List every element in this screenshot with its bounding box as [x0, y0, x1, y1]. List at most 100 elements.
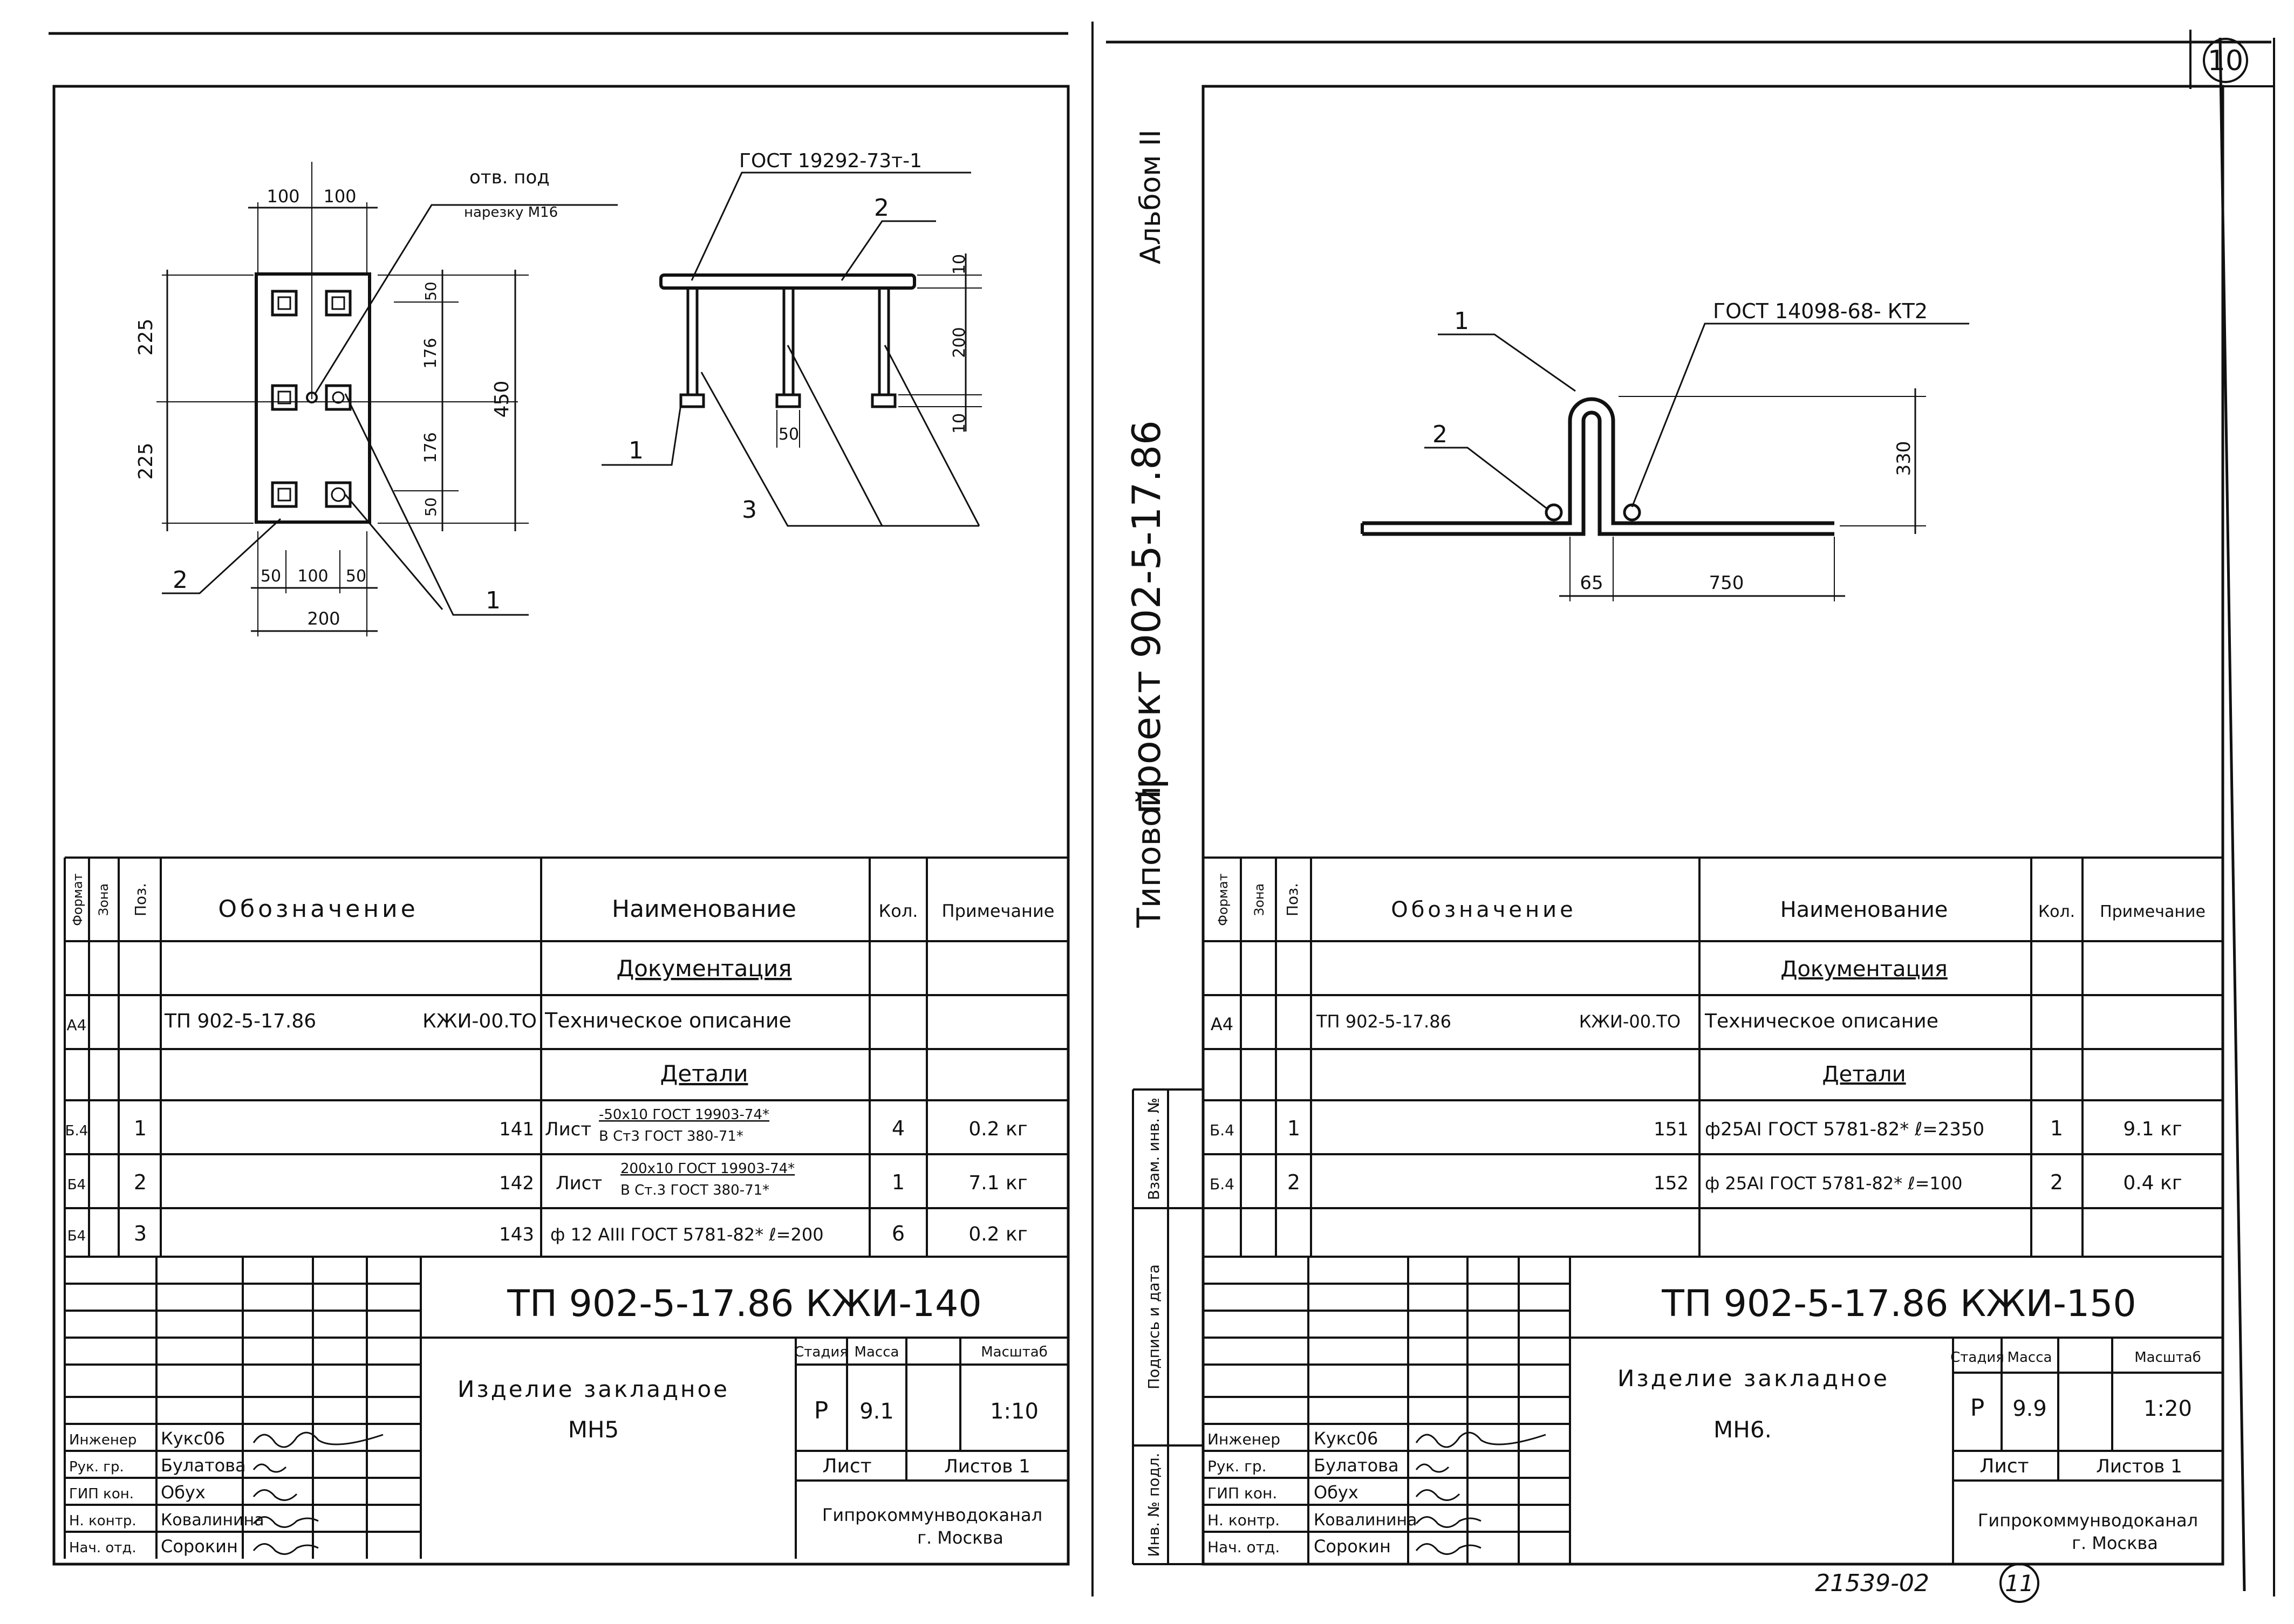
row-kol: 1: [892, 1170, 905, 1194]
stamp-stadia-header: Стадия: [1950, 1349, 2004, 1366]
row-naim-b: 200x10 ГОСТ 19903-74*: [620, 1161, 795, 1177]
stamp-name: Обух: [1314, 1482, 1358, 1503]
pos-label: 1: [629, 437, 644, 464]
section-documentation: Документация: [1780, 957, 1948, 982]
right-frame: [1201, 85, 2224, 1566]
right-signatures: [1415, 1431, 1546, 1555]
left-plan-dim-labels: 100 100 225 225 50 176 176 50 450 50 100…: [135, 167, 558, 629]
row-naim-c: В Ст.3 ГОСТ 380-71*: [620, 1182, 769, 1198]
stamp-list: Лист: [1979, 1455, 2029, 1477]
gost-label: ГОСТ 14098-68- КТ2: [1713, 299, 1928, 323]
gost-label: ГОСТ 19292-73т-1: [739, 150, 922, 172]
right-spec-grid: [1203, 856, 2223, 1258]
row-naim-c: В Ст3 ГОСТ 380-71*: [599, 1128, 743, 1145]
stamp-masshtab: 1:10: [990, 1399, 1039, 1424]
row-pos: 2: [134, 1170, 147, 1194]
stamp-name: Булатова: [161, 1455, 246, 1476]
section-details: Детали: [660, 1060, 748, 1087]
stamp-name: Обух: [161, 1482, 206, 1503]
row-format: Б4: [67, 1228, 86, 1244]
dim-label: 10: [950, 413, 969, 434]
row-prim: 7.1 кг: [968, 1172, 1027, 1194]
right-stamp-text: ТП 902-5-17.86 КЖИ-150 Изделие закладное…: [1207, 1283, 2201, 1557]
header-zona: Зона: [1252, 883, 1267, 916]
row-kol: 1: [2050, 1116, 2063, 1140]
row-naim-b: -50x10 ГОСТ 19903-74*: [599, 1107, 769, 1123]
stamp-title-2: МН5: [568, 1416, 619, 1443]
header-oboznachenie: Обозначение: [1391, 897, 1576, 922]
header-format: Формат: [1216, 873, 1231, 926]
stamp-stadia: Р: [814, 1397, 829, 1424]
dim-label: 100: [297, 567, 328, 586]
stamp-role: Н. контр.: [1207, 1511, 1280, 1529]
doc-row-format: А4: [67, 1016, 87, 1034]
right-bent-bar: [1361, 323, 1969, 601]
header-primechanie: Примечание: [2100, 902, 2206, 921]
row-format: Б.4: [1210, 1175, 1234, 1193]
vertical-title-typical: Типовой: [1130, 786, 1168, 928]
dim-label: 50: [422, 282, 440, 301]
left-spec-rows: Документация А4 ТП 902-5-17.86 КЖИ-00.ТО…: [65, 955, 1028, 1245]
row-oboz: 151: [1654, 1119, 1689, 1140]
stamp-org-2: г. Москва: [917, 1527, 1003, 1548]
dim-label: 100: [267, 186, 299, 207]
stamp-org-2: г. Москва: [2072, 1533, 2158, 1553]
pos-label: 2: [173, 566, 188, 594]
right-spec-headers: Формат Зона Поз. Обозначение Наименовани…: [1216, 873, 2206, 926]
stamp-name: Ковалинина: [161, 1511, 264, 1530]
doc-row-oboz-code: КЖИ-00.ТО: [1579, 1011, 1681, 1032]
row-prim: 0.2 кг: [968, 1223, 1027, 1245]
pos-label: 1: [486, 587, 501, 614]
stamp-massa: 9.9: [2012, 1396, 2047, 1421]
stamp-name: Кукс06: [1314, 1428, 1378, 1449]
stamp-masshtab-header: Масштаб: [981, 1344, 1048, 1360]
dim-label: 176: [421, 338, 440, 368]
stamp-list: Лист: [822, 1455, 871, 1477]
right-spec-rows: Документация А4 ТП 902-5-17.86 КЖИ-00.ТО…: [1210, 957, 2182, 1194]
dim-label: 200: [307, 608, 340, 629]
stamp-role: Нач. отд.: [69, 1540, 136, 1556]
stamp-title-2: МН6.: [1713, 1416, 1772, 1443]
binding-podpis-data: Подпись и дата: [1145, 1264, 1163, 1389]
header-zona: Зона: [96, 883, 111, 916]
left-plan-view: [156, 162, 618, 636]
stamp-role: Инженер: [1207, 1430, 1280, 1448]
left-signatures: [252, 1431, 384, 1555]
pos-label: 1: [1454, 307, 1469, 335]
row-pos: 3: [134, 1222, 147, 1245]
row-pos: 2: [1287, 1170, 1300, 1194]
stamp-masshtab: 1:20: [2143, 1396, 2192, 1421]
doc-row-naim: Техническое описание: [1704, 1010, 1938, 1032]
row-kol: 2: [2050, 1170, 2063, 1194]
stamp-role: Рук. гр.: [1207, 1457, 1267, 1475]
stamp-role: ГИП кон.: [69, 1486, 134, 1502]
header-poz: Поз.: [1283, 883, 1301, 916]
right-drawing-labels: ГОСТ 14098-68- КТ2 330 65 750 1 2: [1432, 299, 1928, 594]
stamp-title-1: Изделие закладное: [1617, 1365, 1889, 1392]
pos-label: 3: [742, 496, 757, 524]
right-stamp-grid: [1203, 1257, 2223, 1564]
stamp-org-1: Гипрокоммунводоканал: [822, 1505, 1042, 1525]
row-naim: ф 12 АIII ГОСТ 5781-82* ℓ=200: [550, 1224, 824, 1245]
dim-label: 200: [950, 327, 969, 358]
left-spec-grid: [64, 856, 1068, 1559]
dim-label: 10: [950, 254, 969, 275]
stamp-massa: 9.1: [859, 1399, 894, 1424]
stamp-stadia-header: Стадия: [794, 1344, 848, 1360]
stamp-org-1: Гипрокоммунводоканал: [1978, 1510, 2198, 1531]
header-oboznachenie: Обозначение: [218, 895, 418, 923]
row-naim-a: Лист: [545, 1119, 591, 1140]
stamp-name: Булатова: [1314, 1455, 1399, 1476]
stamp-code: ТП 902-5-17.86 КЖИ-150: [1661, 1283, 2136, 1325]
section-documentation: Документация: [616, 955, 791, 982]
hole-label: отв. под: [469, 167, 550, 188]
stamp-masshtab-header: Масштаб: [2134, 1349, 2201, 1366]
dim-label: 176: [421, 432, 440, 463]
dim-label: 65: [1580, 572, 1603, 594]
left-stamp-text: ТП 902-5-17.86 КЖИ-140 Изделие закладное…: [69, 1283, 1048, 1557]
vertical-title-album: Альбом II: [1135, 129, 1167, 264]
inventory-number: 21539-02: [1815, 1570, 1929, 1597]
stamp-title-1: Изделие закладное: [458, 1376, 729, 1402]
doc-row-naim: Техническое описание: [544, 1009, 791, 1032]
dim-label: 450: [491, 381, 513, 418]
